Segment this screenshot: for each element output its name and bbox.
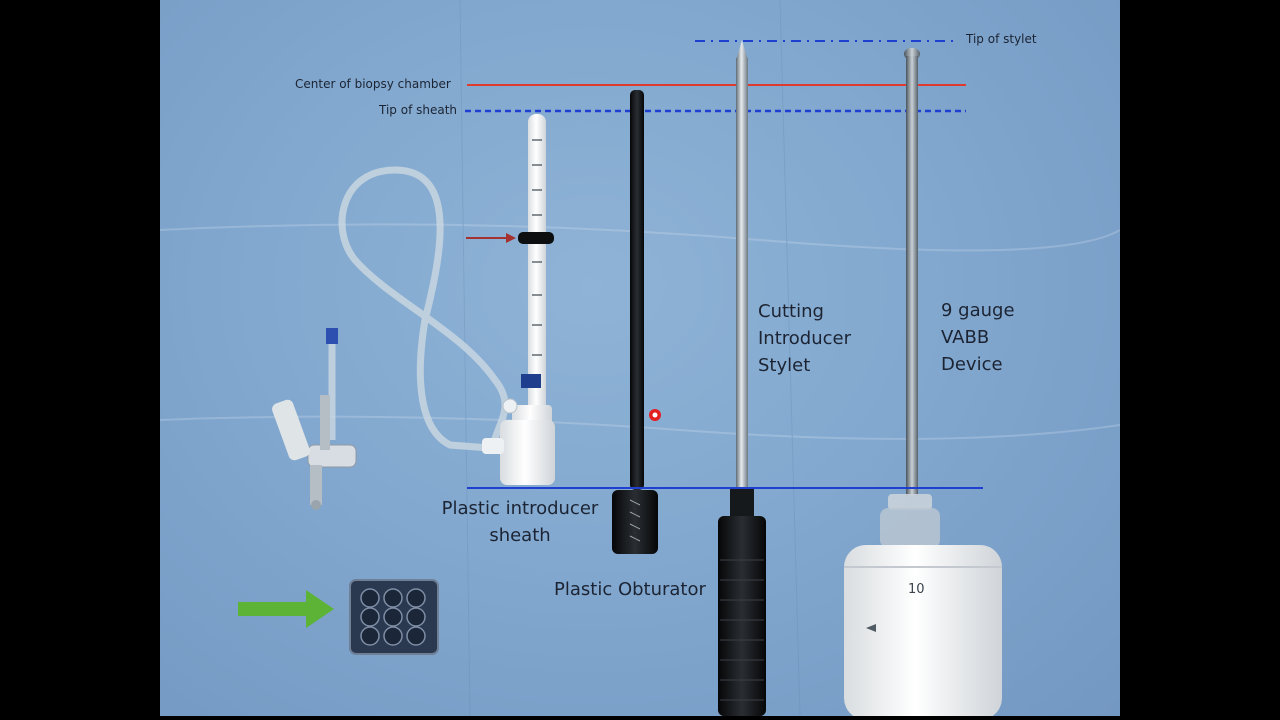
depth-stop-ring [518, 232, 554, 244]
label-line: Stylet [758, 355, 811, 376]
device-dial-number: 10 [908, 582, 925, 597]
label-line: 9 gauge [941, 300, 1015, 321]
label-line: Plastic introducer [441, 498, 599, 519]
vabb-device [844, 48, 1002, 716]
tubing-blue-clip [326, 328, 338, 344]
stopcock [272, 395, 357, 510]
instrument-photo [160, 0, 1120, 716]
label-line: VABB [941, 327, 990, 348]
label-tip-of-sheath: Tip of sheath [379, 103, 458, 117]
green-arrow-icon [238, 590, 334, 628]
label-line: Device [941, 354, 1003, 375]
label-line: sheath [489, 525, 551, 546]
vacuum-tubing [338, 166, 509, 452]
label-cutting-introducer-stylet: Cutting Introducer Stylet [758, 298, 851, 379]
cutting-introducer-stylet [718, 40, 766, 716]
label-tip-of-stylet: Tip of stylet [966, 32, 1037, 46]
cursor-indicator [649, 409, 661, 421]
label-vabb-device: 9 gauge VABB Device [941, 297, 1015, 378]
label-line: Cutting [758, 301, 824, 322]
plastic-obturator [612, 90, 658, 554]
specimen-tray [349, 579, 439, 655]
depth-marker-arrow-icon [466, 233, 516, 243]
label-plastic-obturator: Plastic Obturator [554, 579, 706, 600]
label-center-of-biopsy-chamber: Center of biopsy chamber [295, 77, 451, 91]
drape-texture [160, 0, 1120, 716]
introducer-sheath [482, 114, 555, 485]
photo-frame: Tip of stylet Center of biopsy chamber T… [160, 0, 1120, 716]
label-plastic-introducer-sheath: Plastic introducer sheath [430, 495, 610, 549]
label-line: Introducer [758, 328, 851, 349]
